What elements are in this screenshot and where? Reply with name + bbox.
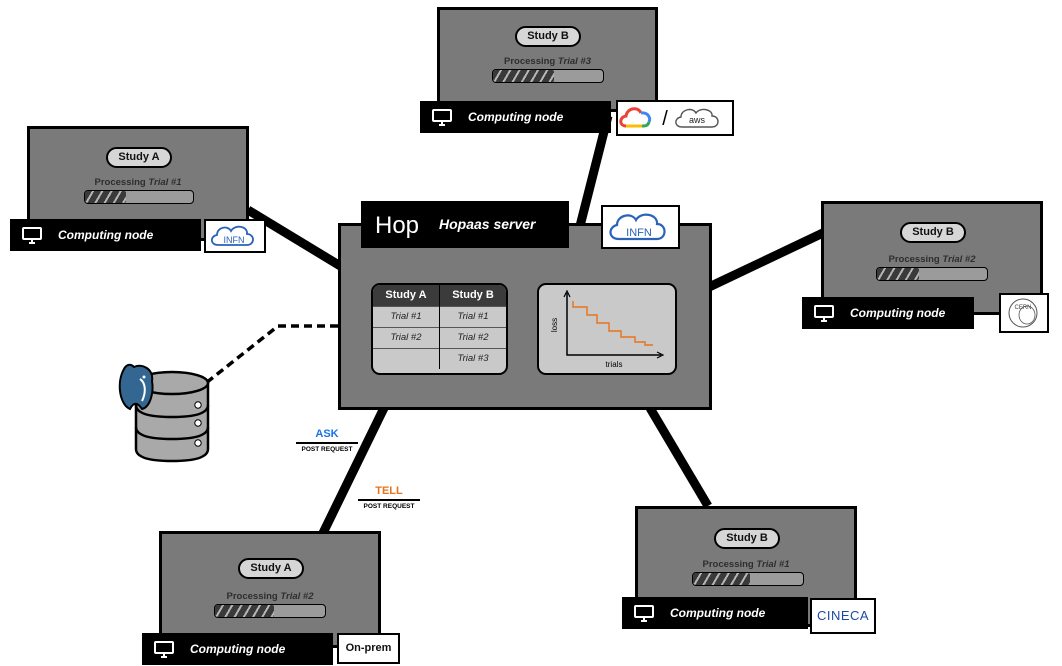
link-node-b3 bbox=[575, 114, 613, 228]
processing-text: Processing Trial #2 bbox=[226, 591, 314, 602]
table-cell bbox=[373, 347, 440, 369]
tell-label: TELL bbox=[375, 485, 403, 497]
progress-fill bbox=[215, 605, 275, 617]
tell-request: POST REQUEST bbox=[363, 502, 415, 510]
on-prem-label: On-prem bbox=[345, 642, 392, 654]
monitor-icon bbox=[22, 227, 42, 244]
link-node-b1 bbox=[646, 405, 712, 509]
study-badge: Study A bbox=[106, 147, 172, 168]
computing-node-b3: Study B Processing Trial #3 bbox=[437, 7, 658, 112]
provider-separator: / bbox=[662, 108, 668, 130]
progress-bar bbox=[84, 190, 194, 204]
progress-fill bbox=[693, 573, 751, 585]
provider-cern: CERN bbox=[999, 293, 1049, 333]
monitor-icon bbox=[814, 305, 834, 322]
plot-x-arrow bbox=[656, 351, 665, 359]
cineca-logo: CINECA bbox=[816, 608, 870, 623]
study-badge: Study A bbox=[238, 558, 304, 579]
cern-icon: CERN bbox=[1008, 298, 1038, 328]
table-cell: Trial #1 bbox=[373, 305, 440, 327]
provider-on-prem: On-prem bbox=[337, 633, 400, 664]
plot-axes bbox=[566, 293, 661, 356]
link-node-a2 bbox=[318, 406, 389, 535]
processing-text: Processing Trial #3 bbox=[504, 56, 591, 67]
progress-fill bbox=[877, 268, 919, 280]
provider-infn-1: INFN bbox=[204, 219, 266, 253]
progress-fill bbox=[85, 191, 127, 203]
provider-infn-server: INFN bbox=[601, 205, 680, 249]
ask-rule bbox=[296, 442, 358, 444]
progress-bar bbox=[692, 572, 804, 586]
computing-node-label: Computing node bbox=[622, 597, 808, 629]
tell-rule bbox=[358, 499, 420, 501]
table-header-study-a: Study A bbox=[373, 285, 440, 306]
processing-text: Processing Trial #2 bbox=[888, 254, 976, 265]
hopaas-logo: Hop bbox=[375, 212, 419, 239]
ask-request: POST REQUEST bbox=[301, 445, 353, 453]
postgresql-elephant-icon bbox=[118, 363, 154, 411]
link-database bbox=[204, 324, 338, 385]
computing-node-a2: Study A Processing Trial #2 bbox=[159, 531, 381, 648]
progress-fill bbox=[493, 70, 554, 82]
computing-node-label: Computing node bbox=[142, 633, 333, 665]
progress-bar bbox=[492, 69, 604, 83]
study-badge: Study B bbox=[900, 222, 966, 243]
aws-cloud-icon: aws bbox=[675, 108, 719, 128]
infn-cloud-icon: INFN bbox=[210, 225, 254, 246]
computing-node-label: Computing node bbox=[802, 297, 974, 329]
computing-node-label: Computing node bbox=[10, 219, 201, 251]
progress-bar bbox=[876, 267, 988, 281]
computing-node-label: Computing node bbox=[420, 101, 611, 133]
table-cell: Trial #2 bbox=[373, 326, 440, 348]
infn-cloud-icon: INFN bbox=[609, 213, 666, 241]
svg-text:INFN: INFN bbox=[626, 227, 652, 239]
monitor-icon bbox=[154, 641, 174, 658]
monitor-icon bbox=[634, 605, 654, 622]
progress-bar bbox=[214, 604, 326, 618]
google-cloud-icon bbox=[619, 107, 652, 128]
svg-text:Hop: Hop bbox=[375, 212, 419, 239]
tell-annotation: TELL POST REQUEST bbox=[358, 485, 420, 510]
provider-cineca: CINECA bbox=[810, 598, 876, 634]
plot-y-arrow bbox=[563, 289, 571, 298]
server-label: Hop Hopaas server bbox=[361, 201, 569, 248]
table-row: Trial #3 bbox=[373, 347, 506, 369]
table-cell: Trial #1 bbox=[439, 305, 506, 327]
table-cell: Trial #2 bbox=[439, 326, 506, 348]
table-cell: Trial #3 bbox=[439, 347, 506, 369]
svg-text:CERN: CERN bbox=[1014, 305, 1031, 311]
ask-label: ASK bbox=[315, 428, 339, 440]
study-badge: Study B bbox=[515, 26, 581, 47]
plot-ylabel: loss bbox=[550, 318, 559, 332]
processing-text: Processing Trial #1 bbox=[94, 177, 182, 188]
provider-gcp-aws: / aws bbox=[616, 100, 734, 136]
table-row: Trial #1 Trial #1 bbox=[373, 305, 506, 327]
loss-plot: loss trials bbox=[537, 283, 677, 375]
processing-text: Processing Trial #1 bbox=[702, 559, 790, 570]
link-node-b2 bbox=[705, 227, 827, 293]
studies-table: Study A Study B Trial #1 Trial #1 Trial … bbox=[371, 283, 508, 375]
loss-curve bbox=[572, 301, 653, 346]
database-icon bbox=[118, 363, 210, 463]
plot-xlabel: trials bbox=[606, 360, 623, 369]
svg-text:aws: aws bbox=[689, 115, 706, 125]
svg-text:INFN: INFN bbox=[224, 235, 245, 245]
monitor-icon bbox=[432, 109, 452, 126]
table-header-study-b: Study B bbox=[439, 285, 506, 306]
study-badge: Study B bbox=[714, 528, 780, 549]
ask-annotation: ASK POST REQUEST bbox=[296, 428, 358, 453]
table-row: Trial #2 Trial #2 bbox=[373, 326, 506, 348]
